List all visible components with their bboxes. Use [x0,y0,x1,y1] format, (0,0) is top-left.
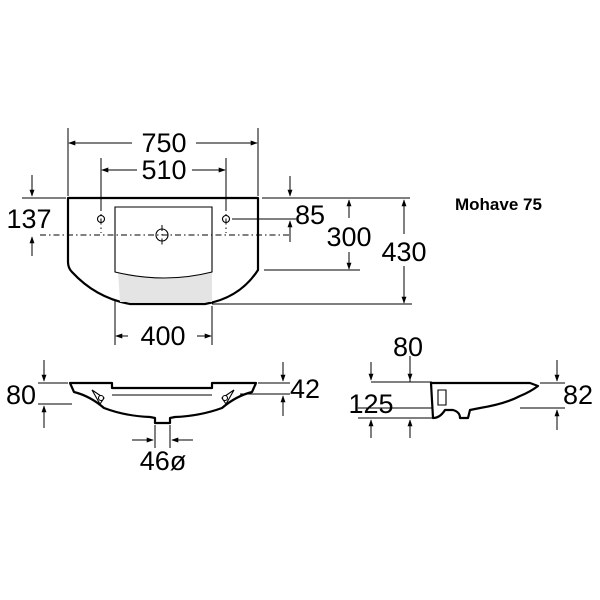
side-view: 80 125 82 [348,332,593,438]
dim-bowl-width: 400 [140,321,185,351]
front-view: 80 42 46ø [6,360,320,476]
dim-side-rim-height: 42 [290,374,320,404]
bowl-outline [114,206,213,279]
dim-tap-hole-offset: 85 [295,200,325,230]
dim-side-front-height: 82 [563,380,593,410]
dim-tap-hole-spacing: 510 [141,155,186,185]
dim-drain-diameter: 46ø [140,446,187,476]
top-view: 750 510 137 85 300 430 400 [6,128,427,351]
basin-front-outline [68,381,258,425]
dim-side-top-width: 80 [393,332,423,362]
basin-side-outline [429,381,540,420]
dim-overall-width: 750 [141,128,186,158]
dim-bowl-depth: 300 [326,222,371,252]
dim-side-total-height: 125 [348,389,393,419]
dim-front-height: 80 [6,380,36,410]
dim-overall-depth: 430 [381,237,426,267]
product-title: Mohave 75 [455,195,542,214]
dim-rim-to-tap-axis: 137 [6,204,51,234]
front-rim-shading [118,272,212,302]
